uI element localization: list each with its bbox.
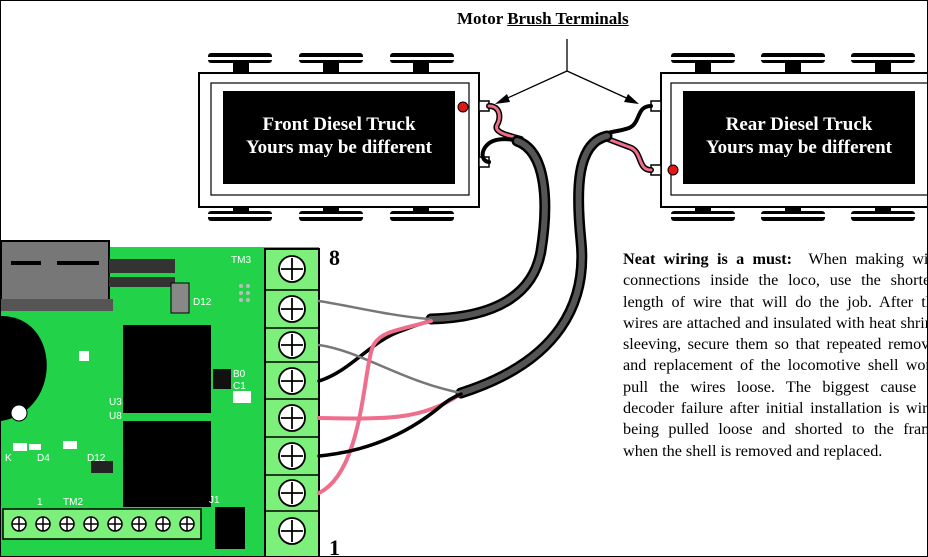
silk-tm3: TM3 xyxy=(231,255,251,266)
silk-d12: D12 xyxy=(193,297,212,308)
silk-u3: U3 xyxy=(109,397,122,408)
pin-number-bottom: 1 xyxy=(329,535,340,557)
pin-number-top: 8 xyxy=(329,245,340,270)
front-truck-line1: Front Diesel Truck xyxy=(262,114,416,135)
front-truck-label: Front Diesel Truck Yours may be differen… xyxy=(223,113,455,159)
front-truck-line2: Yours may be different xyxy=(246,137,432,158)
rear-truck-label: Rear Diesel Truck Yours may be different xyxy=(683,113,915,159)
note-lead: Neat wiring is a must: xyxy=(623,250,793,268)
silk-tm2: TM2 xyxy=(63,497,83,508)
rear-truck-leads xyxy=(602,104,654,173)
title-underlined: Brush Terminals xyxy=(507,9,629,28)
front-truck-leads xyxy=(480,103,524,164)
rear-truck-line1: Rear Diesel Truck xyxy=(725,114,873,135)
silk-b0: B0 xyxy=(233,369,246,380)
arrowhead-right xyxy=(624,94,639,104)
note-body: When making wire connections inside the … xyxy=(623,250,928,460)
front-truck xyxy=(198,53,490,221)
tm3-terminal-strip xyxy=(264,248,320,556)
rear-truck xyxy=(650,53,927,221)
silk-j1: J1 xyxy=(209,495,220,506)
motor-brush-terminals-title: Motor Brush Terminals xyxy=(457,9,629,29)
arrowhead-left xyxy=(495,94,510,104)
silk-u8: U8 xyxy=(109,411,122,422)
silk-d12b: D12 xyxy=(87,453,106,464)
silk-k: K xyxy=(5,453,12,464)
rear-truck-line2: Yours may be different xyxy=(706,137,892,158)
silk-tm2-one: 1 xyxy=(37,497,43,508)
front-sleeve xyxy=(425,135,551,325)
wiring-note: Neat wiring is a must: When making wire … xyxy=(623,249,928,462)
decoder-wires xyxy=(317,299,463,495)
title-prefix: Motor xyxy=(457,9,508,28)
silk-d4: D4 xyxy=(37,453,50,464)
pointer-arrows xyxy=(500,39,634,102)
silk-c1: C1 xyxy=(233,381,246,392)
rear-sleeve xyxy=(455,130,613,399)
